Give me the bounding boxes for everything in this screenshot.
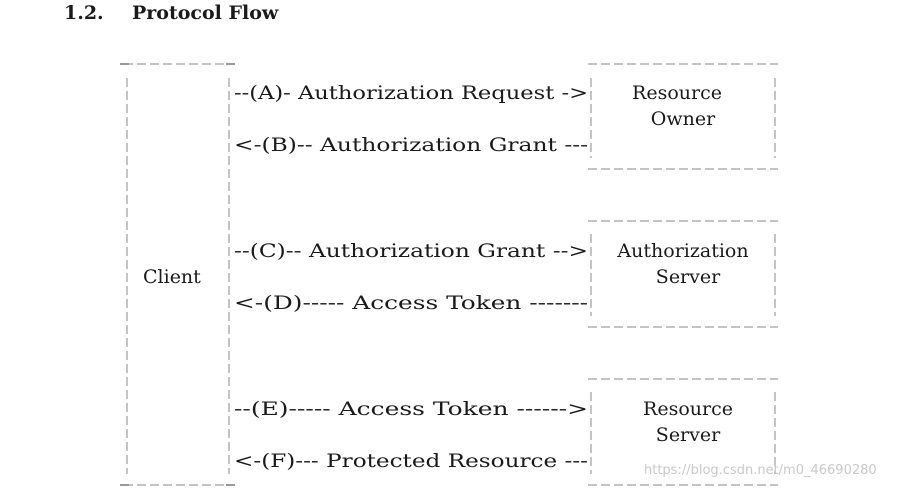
flow-b-authorization-grant: <-(B)-- Authorization Grant --- [234, 134, 588, 156]
resource-server-label-line1: Resource [643, 398, 733, 420]
flow-a-authorization-request: --(A)- Authorization Request -> [234, 82, 588, 104]
section-title: Protocol Flow [132, 2, 279, 24]
flow-e-access-token: --(E)----- Access Token ------> [234, 398, 588, 420]
flow-d-access-token: <-(D)----- Access Token ------- [234, 292, 588, 314]
client-box: Client [120, 63, 235, 486]
client-label: Client [143, 266, 201, 288]
authorization-server-label-line2: Server [656, 266, 721, 288]
resource-owner-label-line1: Resource [632, 82, 722, 104]
authorization-server-box: Authorization Server [588, 220, 778, 328]
flow-messages: --(A)- Authorization Request -> <-(B)-- … [234, 82, 588, 472]
source-watermark: https://blog.csdn.net/m0_46690280 [644, 463, 877, 478]
section-number: 1.2. [64, 2, 104, 24]
section-heading: 1.2. Protocol Flow [64, 0, 278, 26]
resource-owner-label-line2: Owner [651, 108, 716, 130]
resource-server-box: Resource Server [588, 378, 778, 486]
client-box-corner-tl [120, 63, 129, 65]
flow-c-authorization-grant: --(C)-- Authorization Grant --> [234, 240, 588, 262]
client-box-corner-tr [226, 63, 235, 65]
client-box-corner-br [226, 484, 235, 486]
flow-f-protected-resource: <-(F)--- Protected Resource --- [234, 450, 588, 472]
resource-server-label-line2: Server [656, 424, 721, 446]
client-box-corner-bl [120, 484, 129, 486]
authorization-server-label-line1: Authorization [616, 240, 748, 262]
resource-owner-box: Resource Owner [588, 63, 778, 170]
